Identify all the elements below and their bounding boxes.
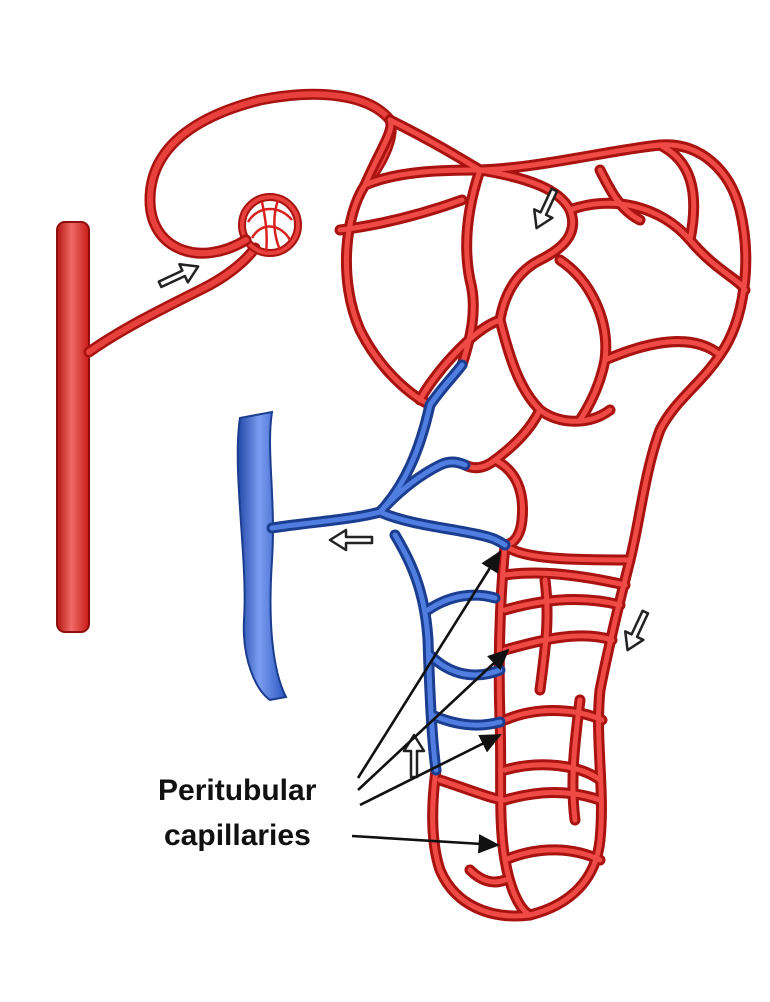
black-pointer-arrow-icon [357,648,510,791]
label-line-2: capillaries [164,819,311,852]
flow-arrows [157,187,650,779]
hollow-arrow-icon [532,187,559,230]
renal-artery [56,221,90,633]
renal-vein [236,410,288,702]
afferent-arteriole [83,242,261,358]
venous-branches [266,359,511,776]
label-line-1: Peritubular [158,774,317,807]
hollow-arrow-icon [328,528,374,552]
hollow-arrow-icon [157,262,200,289]
peritubular-capillaries-label: Peritubular capillaries [158,774,317,852]
pointer-arrows [351,550,510,854]
peritubular-capillary-network [334,114,752,922]
black-pointer-arrow-icon [356,550,502,779]
glomerulus [238,193,302,257]
hollow-arrow-icon [623,609,650,652]
hollow-arrow-icon [402,733,426,779]
black-pointer-arrow-icon [351,834,500,854]
black-pointer-arrow-icon [359,733,502,807]
